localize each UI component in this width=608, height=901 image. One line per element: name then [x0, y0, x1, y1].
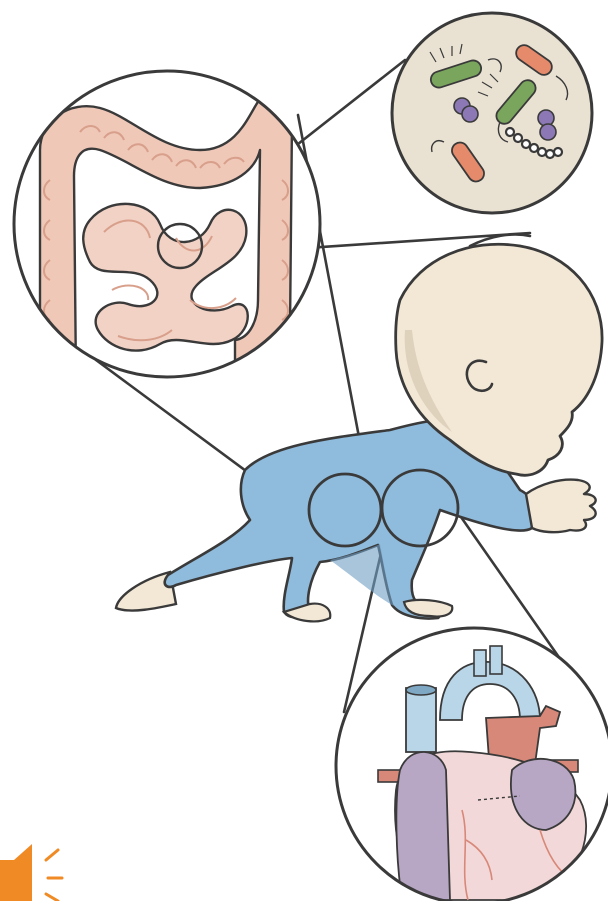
microbiota-inset — [392, 13, 592, 213]
baby-hand — [526, 480, 596, 533]
aortic-branch-2 — [490, 646, 502, 674]
right-atrium — [396, 752, 450, 900]
intestine-inset — [14, 71, 320, 380]
vena-cava-opening — [406, 685, 436, 695]
heart-inset — [336, 628, 608, 901]
superior-vena-cava — [406, 688, 436, 752]
speaker-icon[interactable] — [0, 830, 70, 901]
purple-cocci-2 — [538, 110, 556, 140]
aortic-branch-1 — [474, 650, 486, 676]
